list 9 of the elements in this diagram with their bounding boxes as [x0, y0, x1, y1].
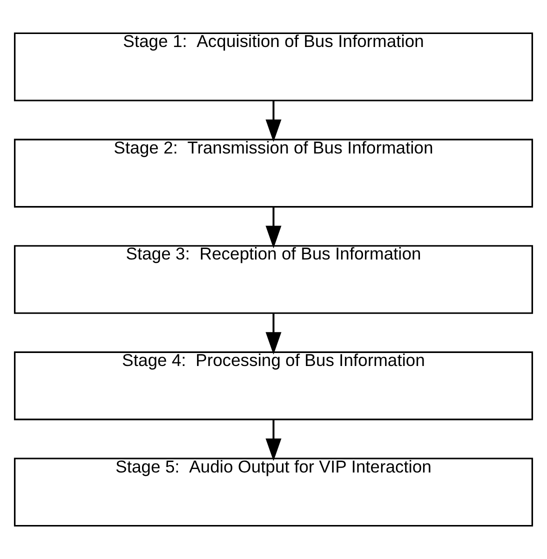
arrow	[266, 206, 282, 248]
node-box: Stage 2: Transmission of Bus Information	[14, 138, 534, 208]
node-box: Stage 3: Reception of Bus Information	[14, 245, 534, 314]
arrow	[266, 419, 282, 461]
node-box: Stage 1: Acquisition of Bus Information	[14, 32, 534, 102]
arrow	[266, 100, 282, 142]
node-box: Stage 4: Processing of Bus Information	[14, 351, 534, 420]
arrow	[266, 313, 282, 355]
node-box: Stage 5: Audio Output for VIP Interaction	[14, 458, 534, 527]
